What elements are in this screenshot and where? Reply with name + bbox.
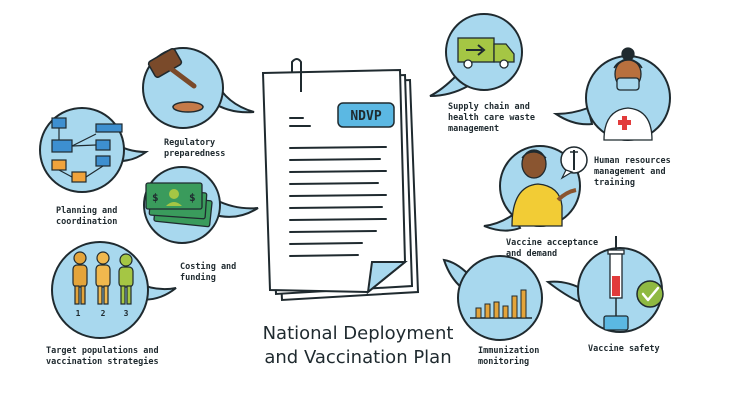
gavel-icon (147, 48, 204, 113)
label-hr: Human resources management and training (594, 156, 671, 188)
hr-bubble (552, 47, 671, 141)
speech-syringe-icon (560, 146, 588, 180)
bar-chart-bar (484, 303, 491, 319)
truck-icon (457, 37, 515, 69)
money-symbol-right: $ (189, 191, 196, 204)
bar-chart-bar (520, 289, 527, 319)
money-symbol-left: $ (152, 191, 159, 204)
costing-bubble: $ $ (143, 166, 259, 244)
label-immunization: Immunization monitoring (478, 346, 540, 367)
group-number-2: 2 (101, 309, 106, 318)
acceptance-bubble (483, 145, 588, 232)
checkmark-icon (636, 280, 664, 308)
bar-chart-bar (502, 305, 509, 319)
label-regulatory: Regulatory preparedness (164, 138, 226, 159)
label-acceptance: Vaccine acceptance and demand (506, 238, 599, 259)
label-planning: Planning and coordination (56, 206, 118, 227)
label-supply: Supply chain and health care waste manag… (448, 102, 535, 134)
document-icon: NDVP (261, 58, 420, 302)
ndvp-badge-text: NDVP (350, 109, 381, 124)
population-groups-icon (72, 251, 134, 305)
target-bubble: 1 2 3 (51, 241, 177, 339)
planning-bubble (39, 107, 150, 193)
syringe-icon (603, 236, 629, 331)
group-number-1: 1 (76, 309, 81, 318)
label-target: Target populations and vaccination strat… (46, 346, 159, 367)
money-icon: $ $ (145, 182, 213, 228)
person-icon (511, 149, 577, 227)
health-worker-icon (603, 47, 653, 141)
label-safety: Vaccine safety (588, 344, 660, 354)
supply-bubble (429, 13, 523, 97)
bar-chart-bar (493, 301, 500, 319)
group-number-3: 3 (124, 309, 129, 318)
bar-chart-icon (470, 289, 532, 319)
ndvp-badge (337, 102, 395, 128)
safety-bubble (545, 236, 664, 333)
bar-chart-bar (475, 307, 482, 319)
immunization-bubble (442, 255, 543, 341)
regulatory-bubble (142, 47, 255, 129)
label-costing: Costing and funding (180, 262, 237, 283)
page-title: National Deployment and Vaccination Plan (262, 323, 454, 368)
flowchart-icon (51, 117, 123, 183)
bar-chart-bar (511, 295, 518, 319)
